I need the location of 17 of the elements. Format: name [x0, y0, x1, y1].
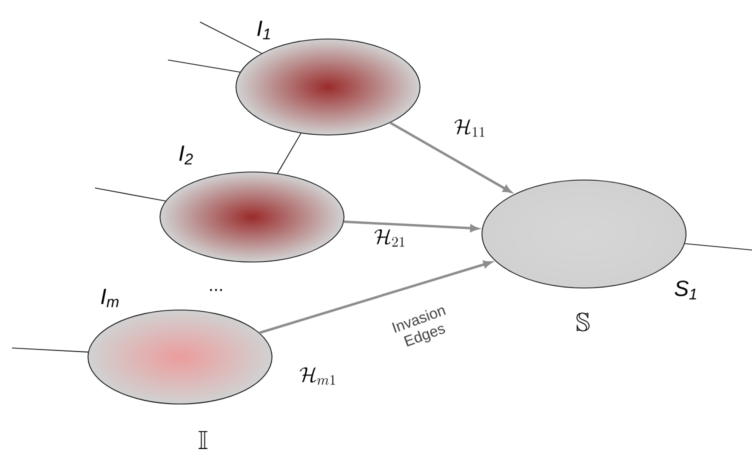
node-label: I$_{2}$ — [179, 146, 193, 164]
edge-label: $\mathcal{H}_{21}$ — [372, 228, 408, 248]
arrow — [390, 122, 512, 193]
node-label: I$_{1}$ — [257, 20, 270, 40]
node-label: I$_{m}$ — [101, 288, 118, 308]
edge-label: $\mathcal{H}_{m1}$ — [298, 366, 338, 386]
edge-label: $\mathcal{H}_{11}$ — [452, 118, 488, 138]
line — [12, 348, 88, 352]
line — [94, 188, 166, 202]
line — [277, 132, 302, 174]
set-symbol: $\mathbb{I}$ — [198, 431, 208, 449]
node-label: S$_{1}$ — [674, 280, 696, 300]
line — [200, 22, 262, 54]
line — [684, 243, 752, 250]
ellipsis-label: ... — [210, 289, 222, 291]
line — [168, 60, 240, 73]
set-symbol: $\mathbb{S}$ — [576, 312, 590, 332]
